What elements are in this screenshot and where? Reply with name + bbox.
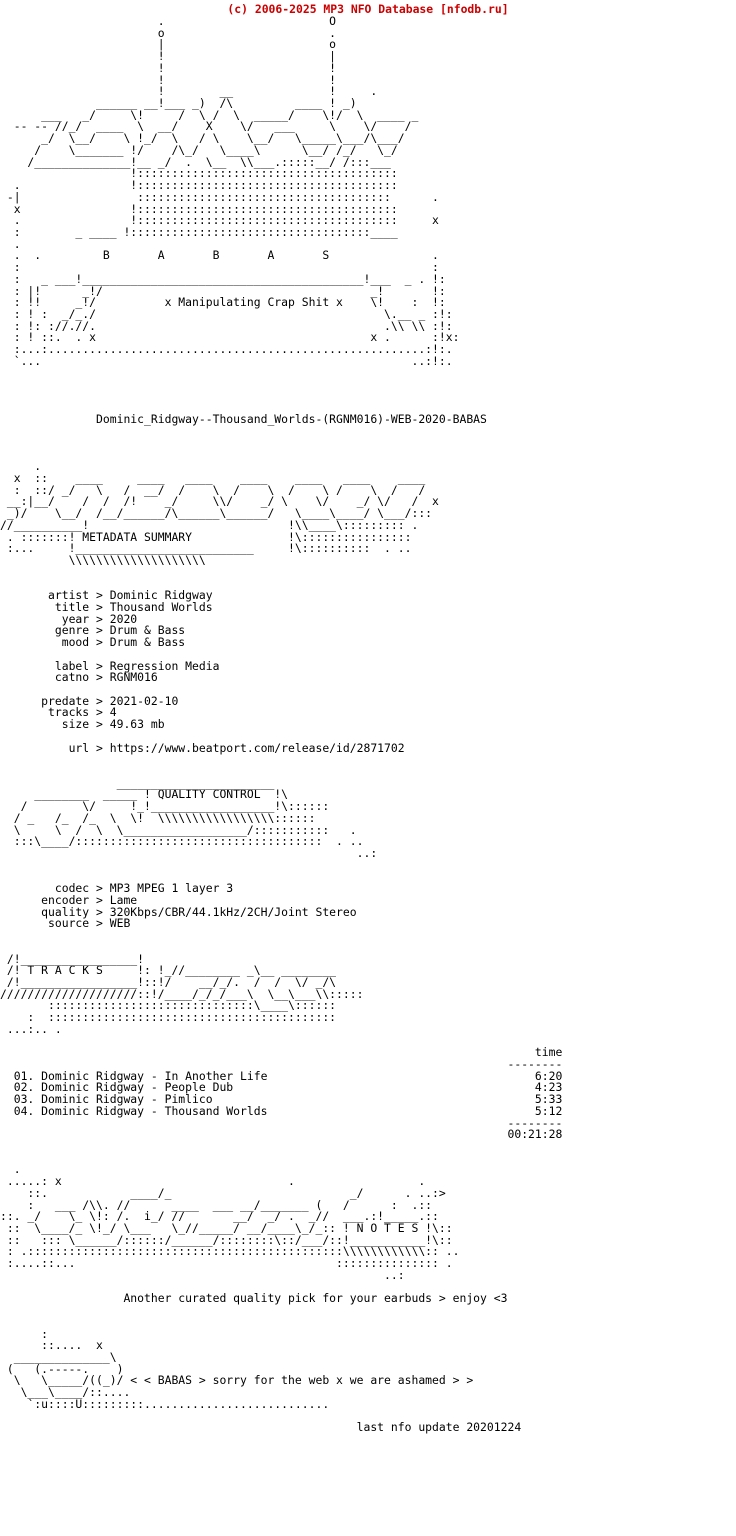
metadata-fields: artist > Dominic Ridgway title > Thousan… [41,588,405,755]
tracks-banner-art: /!_________________! /! T R A C K S !: !… [0,951,364,1036]
last-update: last nfo update 20201224 [356,1420,522,1435]
header-ascii-art: . O o . | o ! | [6,14,460,368]
release-dirname: Dominic_Ridgway--Thousand_Worlds-(RGNM01… [96,412,487,427]
copyright-banner: (c) 2006-2025 MP3 NFO Database [nfodb.ru… [227,2,509,16]
notes-text: Another curated quality pick for your ea… [123,1291,508,1306]
metadata-banner-art: . x :: ____ ____ ____ ____ ____ ____ ___… [0,459,439,568]
notes-banner-art: . .....: x . . ::. ____/_ _/ . ..:> : __… [0,1162,460,1282]
footer-art: : ::.... x ______________\ ( (.-----. ) … [6,1326,474,1411]
quality-banner-art: _______________________ ________ _____ !… [13,775,378,861]
quality-fields: codec > MP3 MPEG 1 layer 3 encoder > Lam… [41,881,357,931]
tracklist: time -------- 01. Dominic Ridgway - In A… [13,1045,563,1142]
